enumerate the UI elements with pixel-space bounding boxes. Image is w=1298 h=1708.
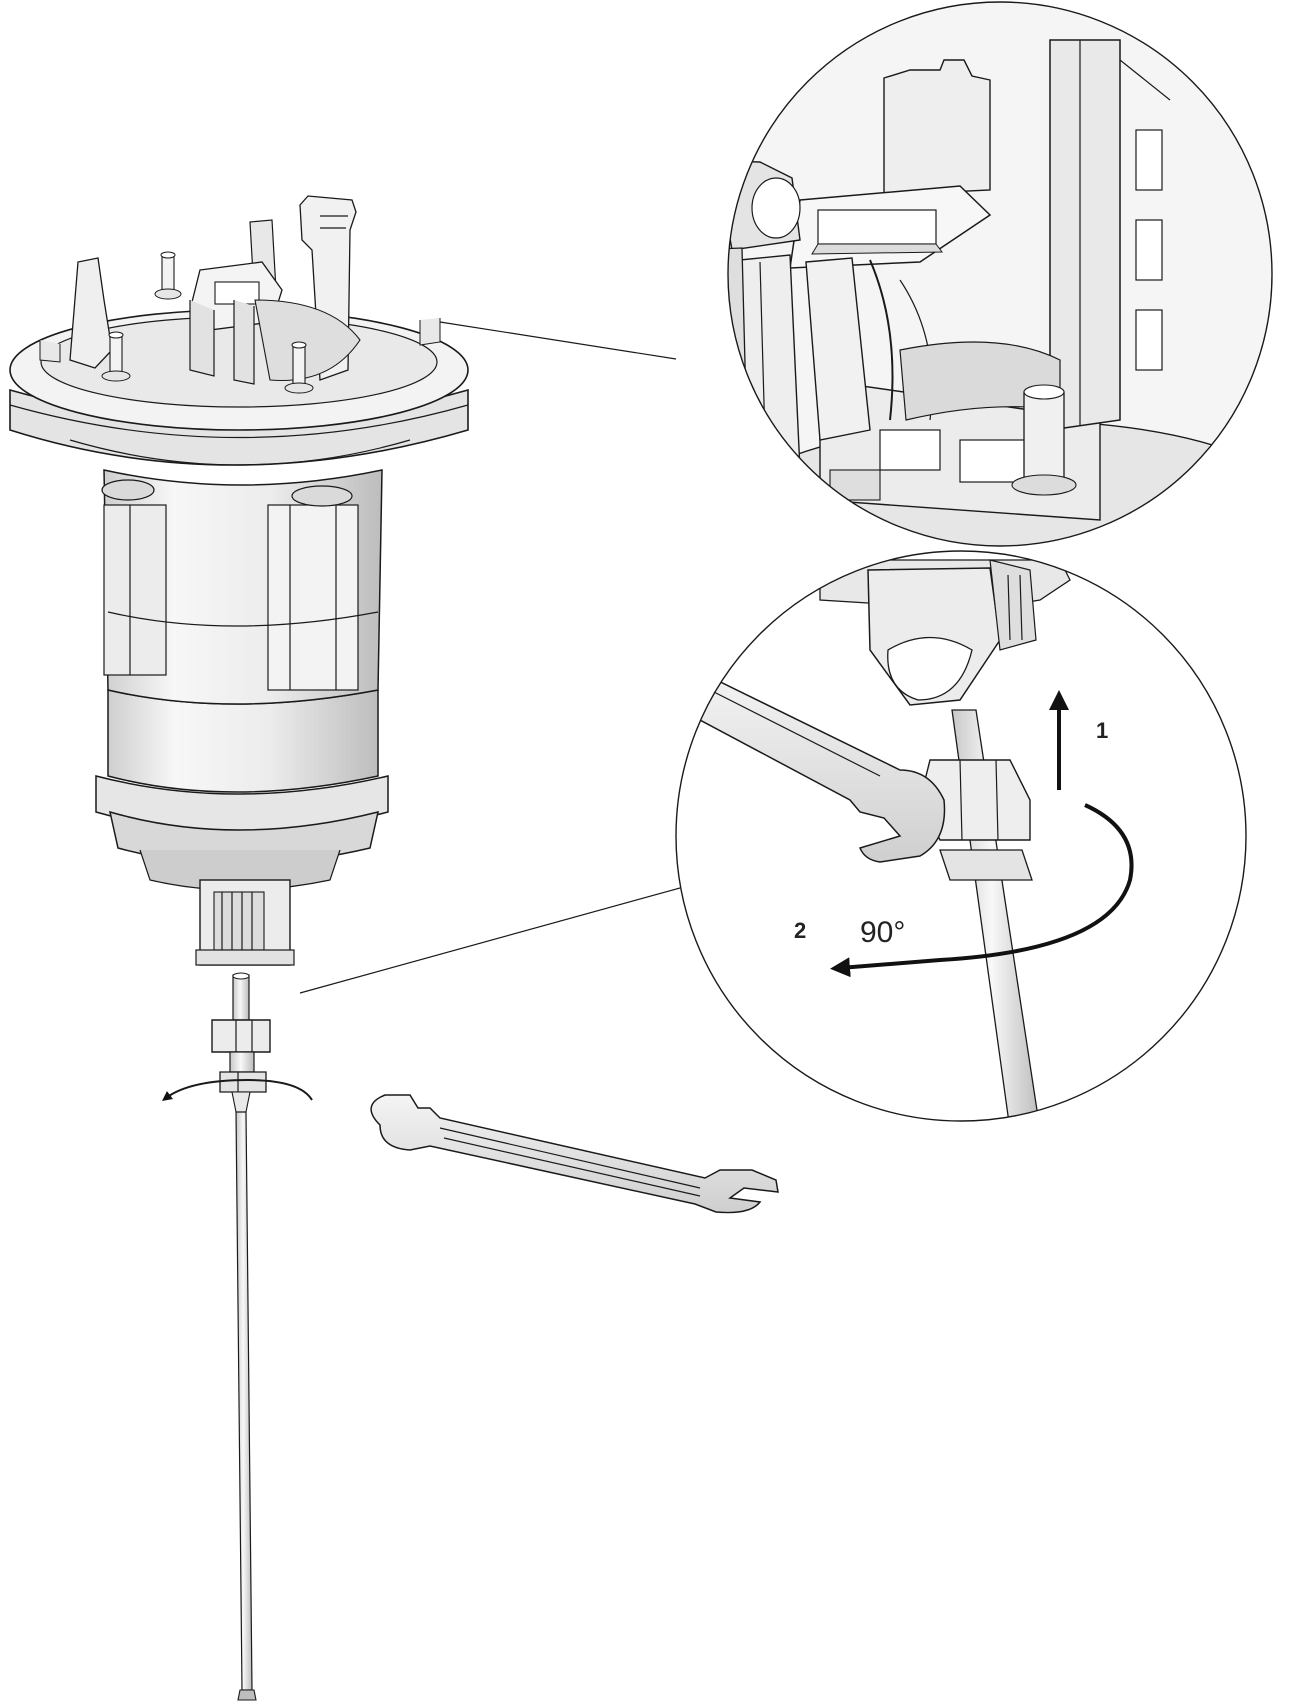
detail-view-bottom (676, 551, 1246, 1121)
rod-assembly (161, 972, 313, 1701)
detail-wrench (679, 671, 946, 863)
hex-nut-lower (219, 1071, 267, 1093)
lower-cylinder (107, 689, 379, 793)
hex-nut-upper (211, 1019, 271, 1053)
rod-shaft (235, 1111, 253, 1691)
pin-left (101, 331, 131, 382)
body-rib-left (103, 504, 167, 676)
body-rib-center (267, 504, 359, 691)
gear-ring-left (101, 479, 155, 501)
leader-line-top (439, 321, 677, 360)
step-label-1: 1 (1096, 718, 1108, 743)
step-label-2: 2 (794, 918, 806, 943)
rotation-angle-label: 90° (860, 916, 905, 949)
spanner-wrench (370, 1094, 779, 1214)
main-assembly (9, 195, 469, 966)
detail-circle-top (727, 1, 1273, 547)
pin-center (154, 251, 182, 300)
pin-right (284, 341, 314, 394)
gear-ring-right (291, 485, 353, 507)
rotate-arrow-icon (161, 1078, 313, 1101)
detail-view-top (728, 2, 1272, 546)
top-components (39, 195, 441, 394)
rod-end (237, 1689, 257, 1701)
leader-line-bottom (299, 887, 681, 994)
bottom-connector (195, 879, 295, 966)
rod-tip (232, 974, 250, 1021)
detail-circle-bottom (675, 550, 1247, 1122)
rotate-arrow-icon-detail (830, 803, 1134, 978)
